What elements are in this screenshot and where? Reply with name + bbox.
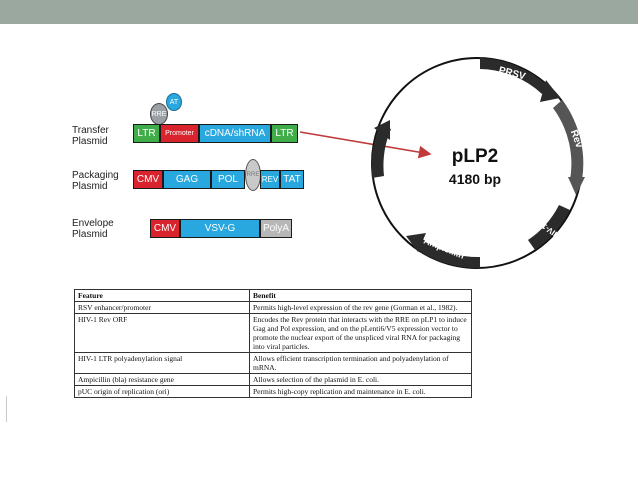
feature-cell: HIV-1 Rev ORF	[74, 313, 250, 353]
packaging-pol: POL	[211, 170, 245, 189]
feature-table: Feature Benefit RSV enhancer/promoter Pe…	[74, 289, 472, 398]
plasmid-name: pLP2	[452, 146, 498, 167]
table-header-row: Feature Benefit	[74, 289, 472, 302]
envelope-vsvg: VSV-G	[180, 219, 260, 238]
table-row: HIV-1 Rev ORF Encodes the Rev protein th…	[74, 313, 472, 353]
table-row: RSV enhancer/promoter Permits high-level…	[74, 301, 472, 314]
benefit-cell: Allows efficient transcription terminati…	[249, 352, 472, 374]
title-bar	[0, 0, 638, 24]
transfer-ltr-left: LTR	[133, 124, 160, 143]
at-bubble: AT	[166, 93, 182, 111]
packaging-rev: REV	[260, 170, 280, 189]
table-row: Ampicillin (bla) resistance gene Allows …	[74, 373, 472, 386]
envelope-cmv: CMV	[150, 219, 180, 238]
benefit-cell: Encodes the Rev protein that interacts w…	[249, 313, 472, 353]
benefit-cell: Permits high-level expression of the rev…	[249, 301, 472, 314]
feature-cell: pUC origin of replication (ori)	[74, 385, 250, 398]
plasmid-size: 4180 bp	[449, 171, 501, 187]
ampicillin-arrow	[415, 238, 480, 269]
transfer-promoter: Promoter	[160, 124, 199, 143]
packaging-rre-bubble: RRE	[245, 159, 261, 191]
table-row: pUC origin of replication (ori) Permits …	[74, 385, 472, 398]
transfer-ltr-right: LTR	[271, 124, 298, 143]
puc-ori-arrow	[371, 125, 391, 178]
benefit-cell: Allows selection of the plasmid in E. co…	[249, 373, 472, 386]
feature-cell: RSV enhancer/promoter	[74, 301, 250, 314]
envelope-polya: PolyA	[260, 219, 292, 238]
feature-cell: Ampicillin (bla) resistance gene	[74, 373, 250, 386]
benefit-header: Benefit	[249, 289, 472, 302]
feature-header: Feature	[74, 289, 250, 302]
feature-cell: HIV-1 LTR polyadenylation signal	[74, 352, 250, 374]
hiv-pa-block	[528, 205, 570, 250]
prsv-arrow	[480, 58, 548, 94]
benefit-cell: Permits high-copy replication and mainte…	[249, 385, 472, 398]
packaging-tat: TAT	[280, 170, 304, 189]
transfer-cdna: cDNA/shRNA	[199, 124, 271, 143]
pointer-arrow	[299, 131, 432, 159]
packaging-gag: GAG	[163, 170, 211, 189]
edge-mark	[6, 396, 9, 422]
puc-ori-label: pUC ori	[384, 151, 399, 185]
packaging-cmv: CMV	[133, 170, 163, 189]
table-row: HIV-1 LTR polyadenylation signal Allows …	[74, 352, 472, 374]
rev-arrow	[553, 100, 584, 180]
